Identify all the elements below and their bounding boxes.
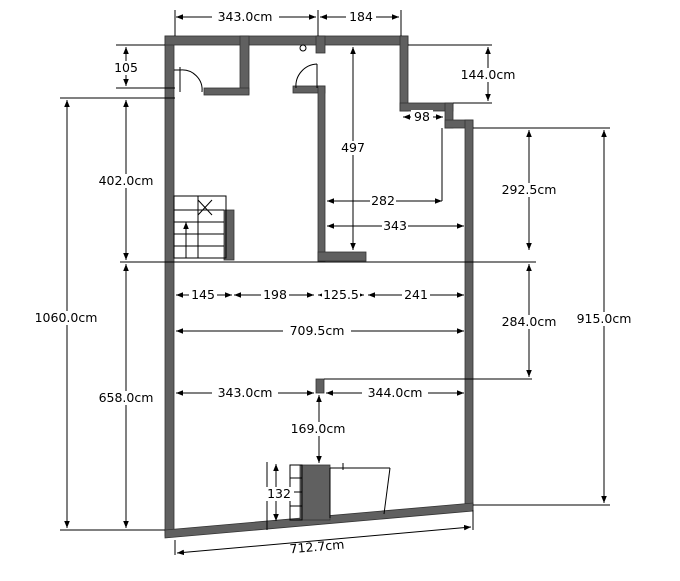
dim-seg-145: 145 xyxy=(191,287,215,302)
wall-stair-box xyxy=(223,209,235,261)
door-swing-left xyxy=(174,69,203,93)
wall-hall-upper xyxy=(315,35,326,54)
dim-stair-height: 132 xyxy=(267,486,291,501)
dim-lower-left-height: 658.0cm xyxy=(99,390,154,405)
dim-inner-width-343: 343 xyxy=(383,218,407,233)
dim-inner-width-282: 282 xyxy=(371,193,395,208)
doors xyxy=(174,44,318,93)
dim-column-to-stair: 169.0cm xyxy=(291,421,346,436)
dim-seg-125-5: 125.5 xyxy=(323,287,359,302)
stair-block xyxy=(299,464,331,521)
stairs-left xyxy=(173,195,227,259)
dim-small-room-height: 105 xyxy=(114,60,138,75)
wall-right-upper xyxy=(399,35,409,112)
dim-right-lower-height: 284.0cm xyxy=(502,314,557,329)
dim-total-height: 1060.0cm xyxy=(35,310,98,325)
wall-right-lower xyxy=(464,119,474,511)
dim-bottom-width: 712.7cm xyxy=(289,537,345,557)
dim-notch-height: 144.0cm xyxy=(461,67,516,82)
wall-left xyxy=(164,35,175,537)
dim-upper-left-height: 402.0cm xyxy=(99,173,154,188)
dimension-labels: 343.0cm 184 105 144.0cm 98 497 402.0cm 2… xyxy=(29,9,638,556)
dim-column-left: 343.0cm xyxy=(218,385,273,400)
wall-top xyxy=(164,35,409,46)
dim-notch-width: 98 xyxy=(414,109,430,124)
dim-right-upper-height: 292.5cm xyxy=(502,182,557,197)
dim-column-right: 344.0cm xyxy=(368,385,423,400)
wall-hall-bottom xyxy=(317,251,367,262)
fixture xyxy=(299,44,307,52)
dim-top-left-width: 343.0cm xyxy=(218,9,273,24)
wall-small-room-divider xyxy=(239,35,250,95)
column xyxy=(315,378,325,394)
dim-right-total-height: 915.0cm xyxy=(577,311,632,326)
dimension-lines xyxy=(60,10,610,556)
stairs-frame xyxy=(173,195,227,259)
door-swing-right xyxy=(295,63,318,89)
wall-hall-vertical xyxy=(317,85,326,262)
dim-seg-198: 198 xyxy=(263,287,287,302)
dim-seg-241: 241 xyxy=(404,287,428,302)
dim-top-right-width: 184 xyxy=(349,9,373,24)
wall-small-room-bottom-left xyxy=(203,87,250,96)
dim-hall-depth: 497 xyxy=(341,140,365,155)
dim-full-width: 709.5cm xyxy=(290,323,345,338)
